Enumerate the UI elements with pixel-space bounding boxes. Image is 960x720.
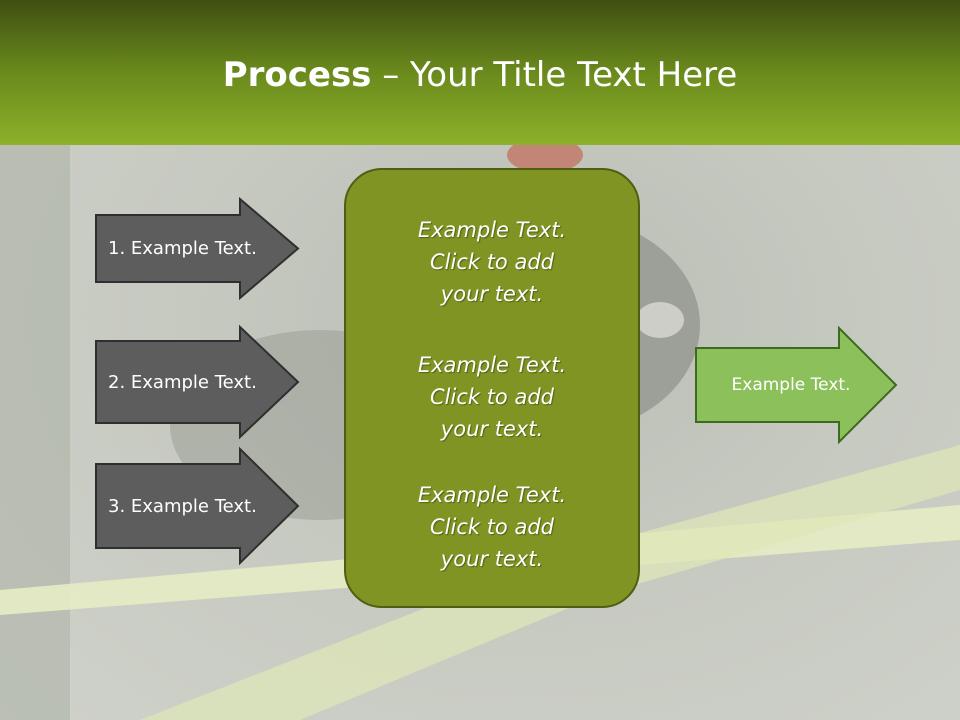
input-arrow-1-label: 1. Example Text. [108,238,257,259]
arrow-shape [95,196,300,301]
center-text-block-3[interactable]: Example Text. Click to add your text. [346,479,638,575]
input-arrow-2[interactable]: 2. Example Text. [95,324,300,440]
arrow-shape [95,324,300,440]
center-text-3-line1: Example Text. [417,483,567,507]
arrow-shape [695,325,898,445]
center-text-1-line2: Click to add [429,250,554,274]
slide-title[interactable]: Process – Your Title Text Here [0,52,960,98]
center-text-2-line3: your text. [440,417,544,441]
input-arrow-3[interactable]: 3. Example Text. [95,446,300,566]
output-arrow[interactable]: Example Text. [695,325,898,445]
arrow-shape [95,446,300,566]
title-rest: – Your Title Text Here [371,55,738,95]
title-band [0,0,960,145]
center-text-2-line2: Click to add [429,385,554,409]
output-arrow-label: Example Text. [731,375,851,395]
input-arrow-2-label: 2. Example Text. [108,371,257,393]
center-text-3-line2: Click to add [429,515,554,539]
center-text-1-line1: Example Text. [417,218,567,242]
center-process-box[interactable]: Example Text. Click to add your text. Ex… [344,168,640,608]
center-text-1-line3: your text. [440,282,544,306]
center-text-block-2[interactable]: Example Text. Click to add your text. [346,349,638,445]
center-text-3-line3: your text. [440,547,544,571]
input-arrow-3-label: 3. Example Text. [108,495,257,517]
title-bold: Process [222,55,372,95]
center-text-block-1[interactable]: Example Text. Click to add your text. [346,214,638,310]
input-arrow-1[interactable]: 1. Example Text. [95,196,300,301]
center-text-2-line1: Example Text. [417,353,567,377]
